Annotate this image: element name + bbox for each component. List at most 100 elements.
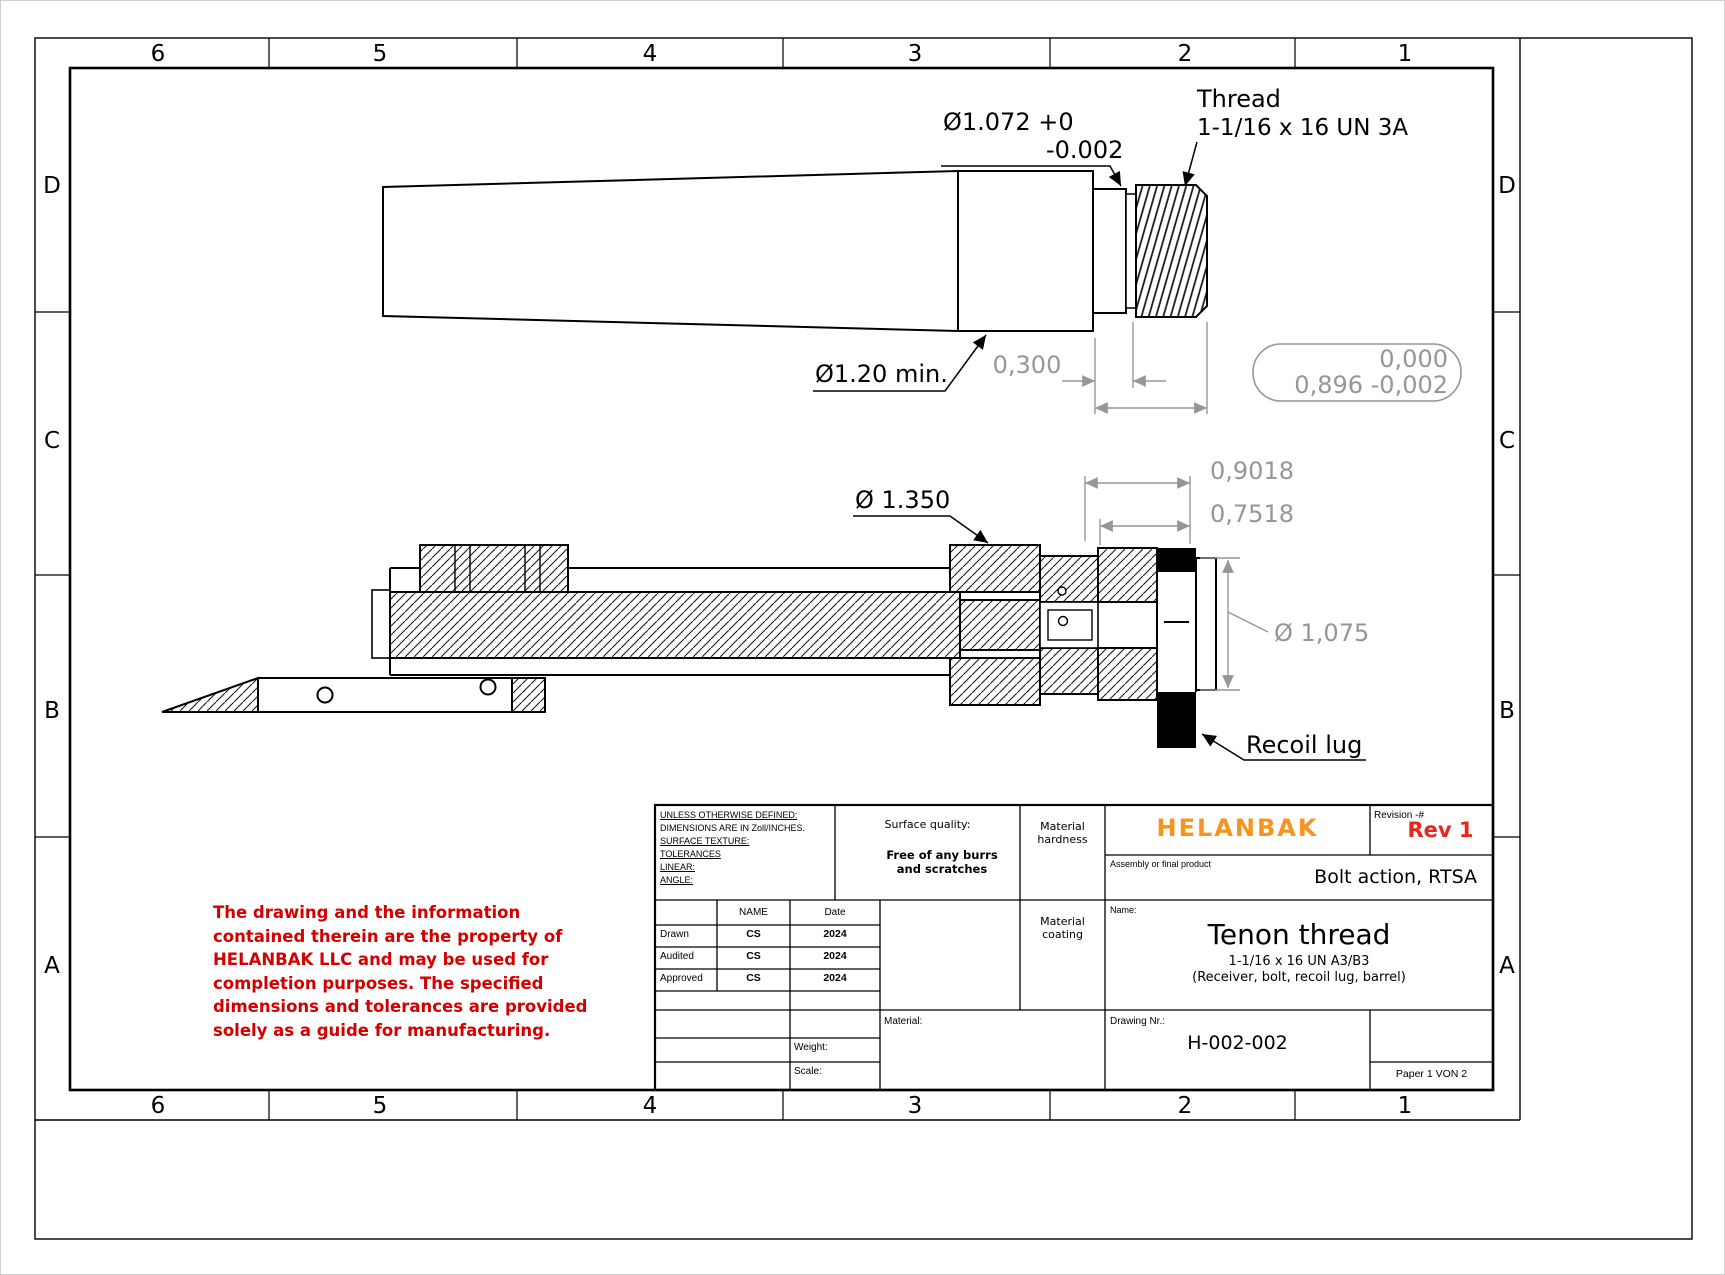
barrel-tenon [1092,188,1127,314]
approval-date-header: Date [824,907,846,918]
approval-row-role: Approved [660,973,703,984]
part-name: Tenon thread [1207,918,1391,951]
rail-hole-rear [479,678,497,696]
material-label: Material: [884,1016,923,1027]
rail-block [511,677,546,713]
dim-depth-b: 0,7518 [1210,500,1294,528]
zone-bottom-5: 5 [373,1093,388,1119]
disclaimer-line: contained therein are the property of [213,926,563,946]
barrel-stub [1195,557,1217,691]
dim-bore-diameter: Ø 1,075 [1274,619,1369,647]
zone-bottom-6: 6 [151,1093,166,1119]
rail-wedge [161,676,259,713]
thread-callout-line2: 1-1/16 x 16 UN 3A [1197,115,1408,141]
approval-row-date: 2024 [823,928,847,940]
zone-labels: 6 5 4 3 2 1 6 5 4 3 2 1 D C B A D C B A [43,41,1516,1119]
drawing-number-label: Drawing Nr.: [1110,1016,1166,1027]
assembly-label: Assembly or final product [1110,859,1212,869]
part-spec: 1-1/16 x 16 UN A3/B3 [1228,954,1370,969]
approval-row-date: 2024 [823,950,847,962]
dim-tenon-length: 0,300 [993,351,1062,379]
scope-base-block [419,544,569,593]
revision-value: Rev 1 [1407,818,1474,842]
approval-row-name: CS [746,928,761,940]
zone-right-b: B [1499,698,1515,724]
firing-pin-hole [1057,615,1069,627]
approval-name-header: NAME [739,907,768,918]
ring-lug-upper [1097,547,1158,603]
zone-top-3: 3 [908,41,923,67]
bolt-body-section [389,591,961,659]
disclaimer-line: solely as a guide for manufacturing. [213,1020,551,1040]
notes-line: SURFACE TEXTURE: [660,836,750,846]
zone-top-5: 5 [373,41,388,67]
tenon-engagement-upper [1039,555,1099,603]
zone-left-b: B [44,698,60,724]
notes-line: ANGLE: [660,875,694,885]
notes-line: DIMENSIONS ARE IN Zoll/INCHES. [660,823,806,833]
zone-top-6: 6 [151,41,166,67]
barrel-thread-section [1135,184,1208,318]
thread-relief-groove [1125,193,1137,309]
approval-row-role: Audited [660,951,694,962]
zone-top-1: 1 [1398,41,1413,67]
part-components: (Receiver, bolt, recoil lug, barrel) [1192,970,1406,985]
basic-dimension-frame [1252,343,1462,402]
approval-row-name: CS [746,972,761,984]
rail-hole-front [316,686,334,704]
dim-min-outer-diameter: Ø1.20 min. [815,360,948,388]
recoil-lug-label: Recoil lug [1246,731,1362,759]
notes-line: UNLESS OTHERWISE DEFINED: [660,810,798,820]
part-name-label: Name: [1110,905,1137,915]
material-coating-label: Material coating [1040,915,1085,941]
zone-left-d: D [43,173,61,199]
bottom-rail [257,677,546,713]
approval-row-role: Drawn [660,929,689,940]
approval-row-date: 2024 [823,972,847,984]
zone-bottom-1: 1 [1398,1093,1413,1119]
gas-port-hole [1057,586,1067,596]
revision-label: Revision -# [1374,810,1425,821]
zone-left-c: C [44,428,60,454]
dim-tenon-diameter-tolerance: -0.002 [1046,136,1123,164]
barrel-cylinder [957,170,1094,332]
scale-label: Scale: [794,1066,822,1077]
barrel-taper [382,169,959,333]
weight-label: Weight: [794,1042,828,1053]
surface-quality-label: Surface quality: [884,818,971,831]
receiver-view: Ø 1.350 0,9018 0,7518 Ø 1,075 Recoil lug [161,457,1369,761]
zone-bottom-4: 4 [643,1093,658,1119]
zone-right-c: C [1499,428,1515,454]
property-disclaimer: The drawing and the information containe… [213,901,588,1042]
zone-top-2: 2 [1178,41,1193,67]
bolt-nose-section [959,599,1041,651]
company-logo: HELANBAK [1156,814,1319,842]
approval-row-name: CS [746,950,761,962]
dim-ring-od: Ø 1.350 [855,486,950,514]
zone-right-d: D [1498,173,1516,199]
zone-left-a: A [44,953,60,979]
material-hardness-label: Material hardness [1037,820,1088,846]
recoil-lug [1156,548,1197,748]
disclaimer-line: dimensions and tolerances are provided [213,997,588,1016]
assembly-value: Bolt action, RTSA [1314,866,1477,888]
zone-bottom-2: 2 [1178,1093,1193,1119]
receiver-ring-upper [949,544,1041,593]
paper-label: Paper 1 VON 2 [1395,1068,1468,1080]
disclaimer-line: HELANBAK LLC and may be used for [213,950,549,969]
disclaimer-line: completion purposes. The specified [213,973,544,993]
zone-right-a: A [1499,953,1515,979]
ring-lug-lower [1097,647,1158,701]
receiver-left-step [371,589,391,659]
general-notes: UNLESS OTHERWISE DEFINED: DIMENSIONS ARE… [660,809,832,887]
notes-line: LINEAR: [660,862,696,872]
dim-depth-a: 0,9018 [1210,457,1294,485]
title-block-grid [653,803,1495,1092]
dim-datum-zero: 0,000 [1379,345,1448,373]
barrel-view: Ø1.072 +0 -0.002 Thread 1-1/16 x 16 UN 3… [382,85,1462,414]
tenon-engagement-lower [1039,647,1099,695]
surface-quality-value: Free of any burrs and scratches [886,848,998,876]
dim-tenon-diameter: Ø1.072 +0 [943,108,1074,136]
